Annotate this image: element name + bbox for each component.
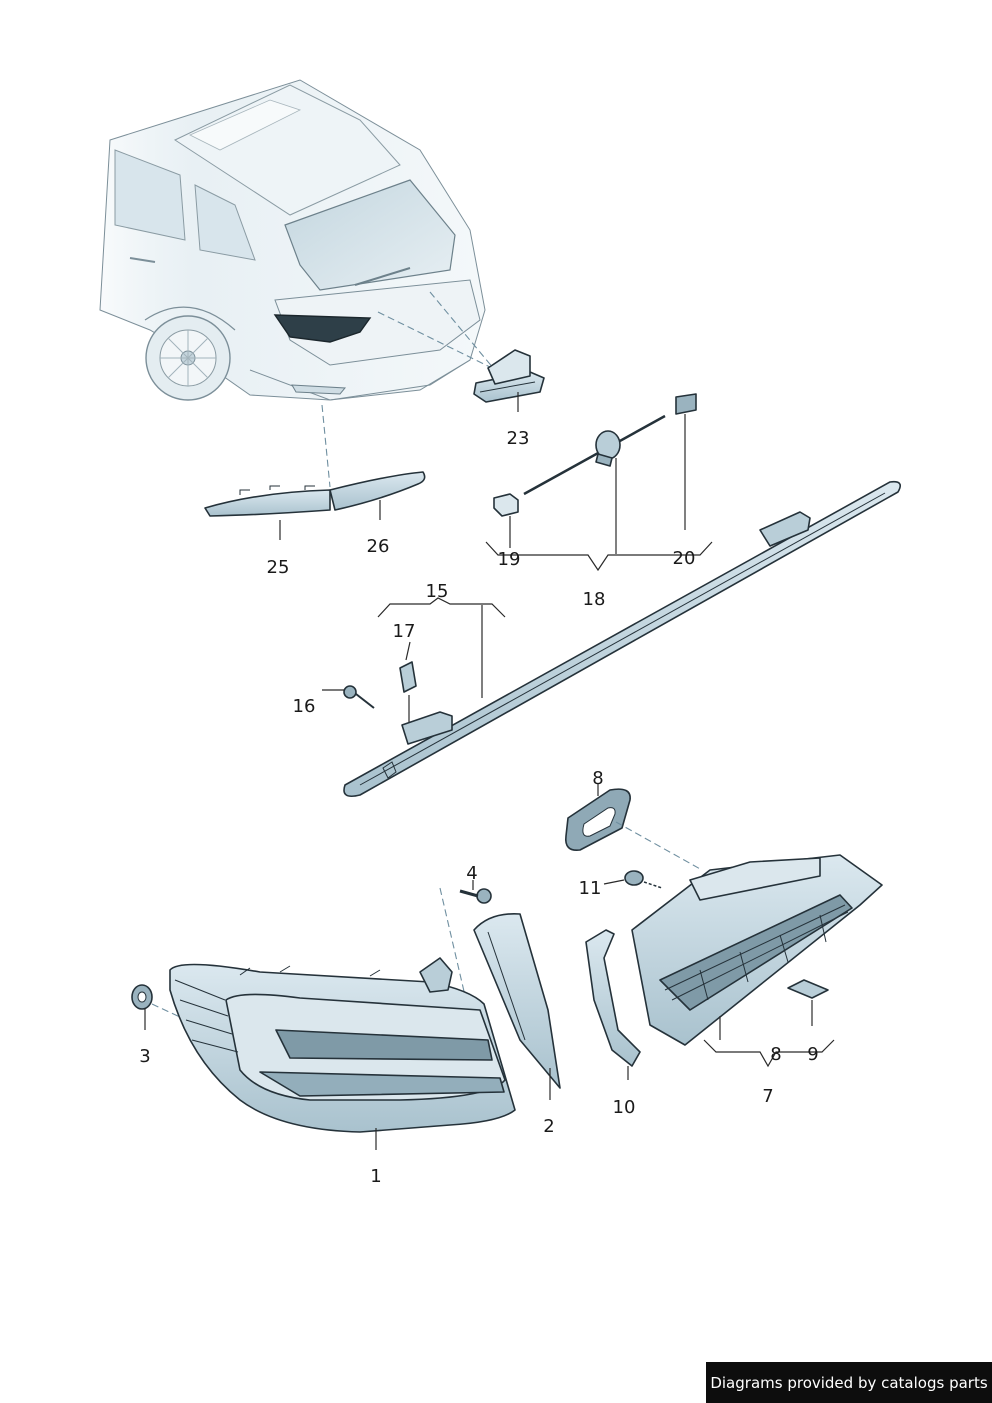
- part-26-reflector: [329, 471, 426, 511]
- credit-badge: Diagrams provided by catalogs parts: [706, 1362, 992, 1403]
- callout-8-top: 8: [592, 768, 603, 789]
- callout-4: 4: [466, 863, 477, 884]
- callout-23: 23: [507, 428, 530, 449]
- part-4-screw: [459, 888, 492, 904]
- callout-3: 3: [139, 1046, 150, 1067]
- part-1-outer-tail-light: [169, 957, 516, 1133]
- callout-25: 25: [267, 557, 290, 578]
- part-9-pad: [787, 979, 829, 999]
- bracket-7: [703, 1039, 835, 1068]
- callout-20: 20: [673, 548, 696, 569]
- callout-18: 18: [583, 589, 606, 610]
- part-16-screw: [343, 685, 375, 709]
- callout-19: 19: [498, 549, 521, 570]
- callout-10: 10: [613, 1097, 636, 1118]
- part-11-nut: [624, 870, 663, 889]
- callout-26: 26: [367, 536, 390, 557]
- part-18-wiring-set: [523, 393, 697, 496]
- relation-line-4: [439, 887, 467, 1001]
- bracket-15: [377, 597, 506, 618]
- callout-16: 16: [293, 696, 316, 717]
- callout-9: 9: [807, 1044, 818, 1065]
- part-23-plate-light: [473, 349, 545, 403]
- part-25-reflector: [204, 485, 331, 517]
- part-7-inner-tail-light: [631, 854, 883, 1046]
- leader-17: [405, 641, 411, 661]
- relation-line-25: [321, 404, 331, 488]
- callout-11: 11: [579, 878, 602, 899]
- callout-8-bottom: 8: [770, 1044, 781, 1065]
- bracket-18: [485, 541, 713, 572]
- relation-line-23b: [429, 291, 495, 370]
- callout-2: 2: [543, 1116, 554, 1137]
- part-17-clip: [399, 661, 417, 693]
- vehicle-rear-illustration: [99, 79, 486, 401]
- relation-line-8: [615, 821, 703, 871]
- callout-15: 15: [426, 581, 449, 602]
- part-19-connector: [493, 493, 519, 517]
- callout-17: 17: [393, 621, 416, 642]
- part-10-seal-strip: [585, 929, 641, 1067]
- relation-line-3: [151, 1003, 183, 1019]
- part-3-grommet: [131, 984, 153, 1010]
- callout-7: 7: [762, 1086, 773, 1107]
- part-8-gasket: [564, 788, 631, 852]
- leader-11: [603, 879, 625, 885]
- callout-labels: 23 25 26 19 20 18 15 17 16 8 11 4 3 2 10…: [139, 428, 818, 1187]
- part-15-trim-light-bar: [343, 480, 901, 798]
- credit-text: Diagrams provided by catalogs parts: [710, 1373, 988, 1392]
- part-2-cover: [473, 913, 561, 1089]
- callout-1: 1: [370, 1166, 381, 1187]
